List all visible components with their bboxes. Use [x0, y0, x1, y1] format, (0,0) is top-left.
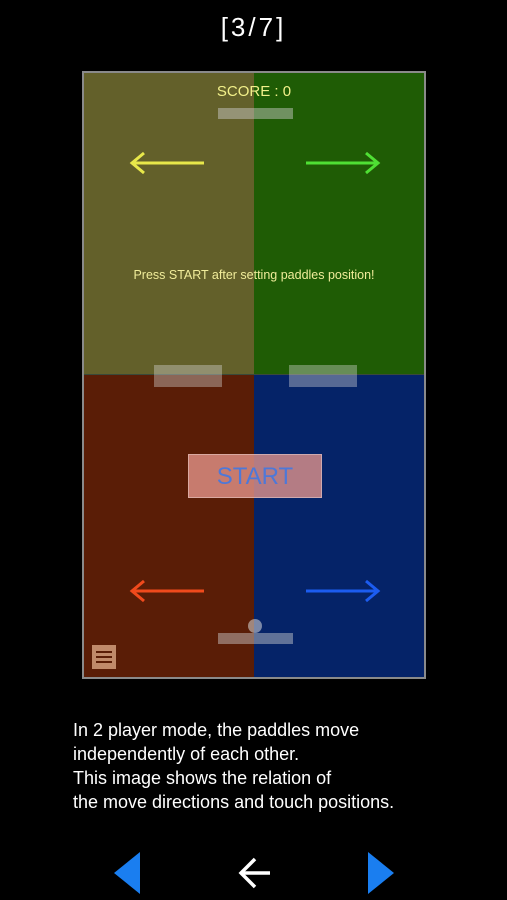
- paddle-bottom: [218, 633, 293, 644]
- page-indicator: [3/7]: [220, 12, 287, 42]
- arrow-left-icon: [129, 151, 204, 175]
- hamburger-menu-icon[interactable]: [92, 645, 116, 669]
- description-text: In 2 player mode, the paddles move indep…: [73, 718, 493, 814]
- game-board[interactable]: SCORE : 0 Press START after setting padd…: [82, 71, 426, 679]
- triangle-left-icon[interactable]: [112, 850, 142, 896]
- menu-line: [96, 656, 112, 658]
- arrow-left-icon: [129, 579, 204, 603]
- paddle-middle-right: [289, 365, 357, 387]
- description-line: In 2 player mode, the paddles move: [73, 720, 360, 740]
- ball: [248, 619, 262, 633]
- touch-zone-bottom-left[interactable]: [84, 375, 254, 677]
- paddle-middle-left: [154, 365, 222, 387]
- description-line: the move directions and touch positions.: [73, 792, 395, 812]
- arrow-right-icon: [306, 151, 381, 175]
- description-line: This image shows the relation of: [73, 768, 332, 788]
- description-line: independently of each other.: [73, 744, 300, 764]
- triangle-right-icon[interactable]: [366, 850, 396, 896]
- menu-line: [96, 651, 112, 653]
- touch-zone-bottom-right[interactable]: [254, 375, 424, 677]
- score-display: SCORE : 0: [216, 83, 292, 100]
- menu-line: [96, 661, 112, 663]
- touch-zone-top-right[interactable]: [254, 73, 424, 375]
- touch-zone-top-left[interactable]: [84, 73, 254, 375]
- instruction-message: Press START after setting paddles positi…: [133, 268, 375, 282]
- paddle-top: [218, 108, 293, 119]
- board-divider: [84, 374, 424, 375]
- back-arrow-icon[interactable]: [236, 850, 272, 896]
- start-button[interactable]: START: [188, 454, 322, 498]
- arrow-right-icon: [306, 579, 381, 603]
